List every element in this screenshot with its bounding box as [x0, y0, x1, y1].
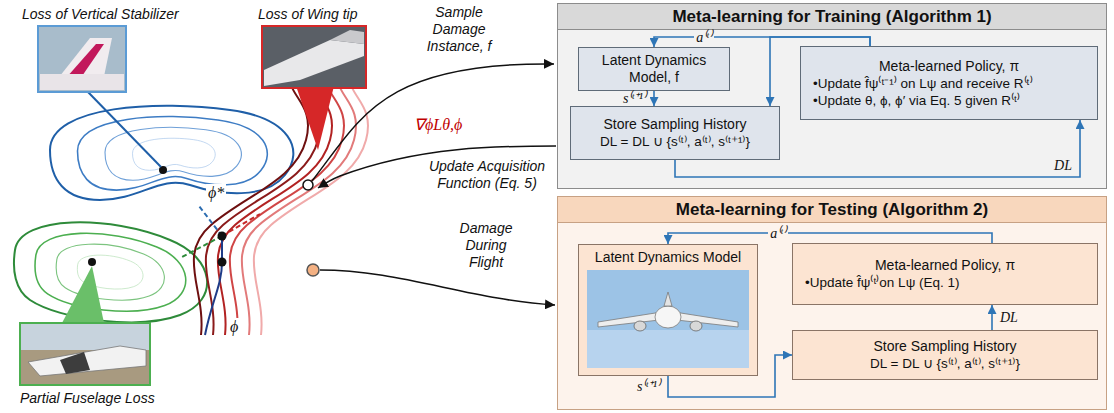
parameter-label: ϕ*	[206, 184, 226, 201]
red-contours-part	[254, 85, 368, 335]
memory-box: Store Sampling HistoryDL = DL ∪ {s⁽ᵗ⁾, a…	[570, 106, 780, 160]
green-contours	[14, 222, 207, 322]
parameter-dot	[218, 258, 227, 267]
policy-box: Meta-learned Policy, π•Update f̂ψ⁽ᵗ⁾on L…	[792, 243, 1098, 305]
wing-photo-part	[330, 30, 364, 44]
node-body: •Update θ, ϕ, ϕ′ via Eq. 5 given R⁽ᵗ⁾	[809, 92, 1089, 109]
signal-label: s⁽ᵗ⁺¹⁾	[635, 379, 662, 394]
parameter-path	[205, 262, 222, 335]
aircraft-photo-part	[634, 321, 646, 331]
aircraft-photo-part	[664, 292, 672, 306]
node-body: •Update f̂ψ⁽ᵗ⁾on Lψ (Eq. 1)	[801, 274, 1089, 291]
fuselage-photo-part	[28, 346, 146, 376]
red-callout	[296, 86, 334, 150]
node-heading: Meta-learning for Testing (Algorithm 2)	[558, 197, 1106, 223]
node-heading: Meta-learned Policy, π	[801, 257, 1089, 274]
node-heading: Latent Dynamics Model, f	[587, 52, 721, 86]
node-heading: Meta-learned Policy, π	[809, 58, 1089, 75]
node-body: •Update f̂ψ⁽ᵗ⁻¹⁾ on Lψ and receive R⁽ᵗ⁾	[809, 75, 1089, 92]
aircraft-photo-part	[587, 330, 749, 368]
fuselage-photo	[20, 323, 150, 385]
training-panel-ground	[557, 3, 1107, 189]
signal-label: DL	[998, 310, 1020, 325]
signal-label: s⁽ᵗ⁺¹⁾	[621, 91, 648, 106]
flow-arrow	[991, 305, 993, 330]
wing-photo-part	[262, 26, 366, 88]
arrow-label: Sample Damage Instance, f	[414, 4, 504, 55]
memory-box: Store Sampling HistoryDL = DL ∪ {s⁽ᵗ⁾, a…	[792, 330, 1098, 380]
model-box: Latent Dynamics Model	[578, 244, 758, 376]
green-callout	[62, 266, 104, 323]
process-box: Latent Dynamics Model, f	[578, 47, 730, 91]
fuselage-photo-part	[20, 323, 150, 385]
model-box-ground	[578, 244, 758, 376]
aircraft-photo	[587, 270, 749, 368]
node-body: DL = DL ∪ {s⁽ᵗ⁾, a⁽ᵗ⁾, s⁽ᵗ⁺¹⁾}	[579, 133, 771, 150]
node-heading: Meta-learning for Training (Algorithm 1)	[558, 4, 1106, 30]
flow-arrow	[668, 355, 792, 397]
damage-point	[307, 264, 319, 276]
green-dashed-arrow	[182, 236, 222, 257]
wing-photo	[262, 26, 366, 88]
damage-caption: Loss of Wing tip	[258, 6, 357, 23]
node-heading: Latent Dynamics Model	[587, 249, 749, 266]
stabilizer-photo-part	[40, 74, 124, 90]
aircraft-photo-part	[690, 321, 702, 331]
green-contours-part	[56, 244, 164, 300]
fuselage-photo-part	[21, 324, 149, 350]
damage-caption: Loss of Vertical Stabilizer	[22, 6, 179, 23]
aircraft-photo-part	[655, 306, 681, 328]
parameter-label: ϕ	[228, 318, 240, 335]
stabilizer-photo-part	[38, 26, 126, 92]
leader-line	[88, 92, 161, 167]
node-body: DL = DL ∪ {s⁽ᵗ⁾, a⁽ᵗ⁾, s⁽ᵗ⁺¹⁾}	[801, 355, 1089, 372]
fuselage-photo-part	[60, 352, 90, 374]
testing-panel-ground	[557, 196, 1107, 410]
arrow-label: Update Acquisition Function (Eq. 5)	[428, 158, 546, 192]
parameter-dot	[218, 232, 227, 241]
signal-label: a⁽ᵗ⁾	[768, 226, 787, 241]
green-contours-part	[35, 233, 186, 311]
signal-label: DL	[1052, 158, 1074, 173]
flow-arrow	[653, 91, 655, 106]
node-heading: Store Sampling History	[801, 338, 1089, 355]
testing-panel: Meta-learning for Testing (Algorithm 2) L…	[557, 196, 1107, 410]
wing-photo-part	[264, 40, 364, 86]
policy-box: Meta-learned Policy, π•Update f̂ψ⁽ᵗ⁻¹⁾ o…	[800, 46, 1098, 120]
arrow-label: Damage During Flight	[448, 220, 524, 271]
red-dashed-arrow	[222, 214, 260, 236]
node-heading: Store Sampling History	[579, 116, 771, 133]
contour-dot	[88, 258, 96, 266]
sample-point	[303, 180, 313, 190]
blue-contours-part	[133, 138, 216, 170]
blue-contours-part	[50, 106, 293, 200]
blue-contours-part	[78, 117, 268, 191]
green-contours-part	[14, 222, 207, 322]
signal-label: a⁽ᵗ⁾	[694, 30, 713, 45]
aircraft-photo-part	[587, 270, 749, 368]
gradient-label: ∇ϕLθ,ϕ	[412, 116, 464, 133]
damage-arrow	[320, 270, 555, 305]
blue-dashed-arrow	[199, 206, 222, 236]
blue-contours-part	[105, 127, 241, 180]
blue-contours	[50, 106, 293, 200]
red-contours	[194, 85, 368, 335]
damage-caption: Partial Fuselage Loss	[20, 390, 155, 407]
stabilizer-photo	[38, 26, 126, 92]
